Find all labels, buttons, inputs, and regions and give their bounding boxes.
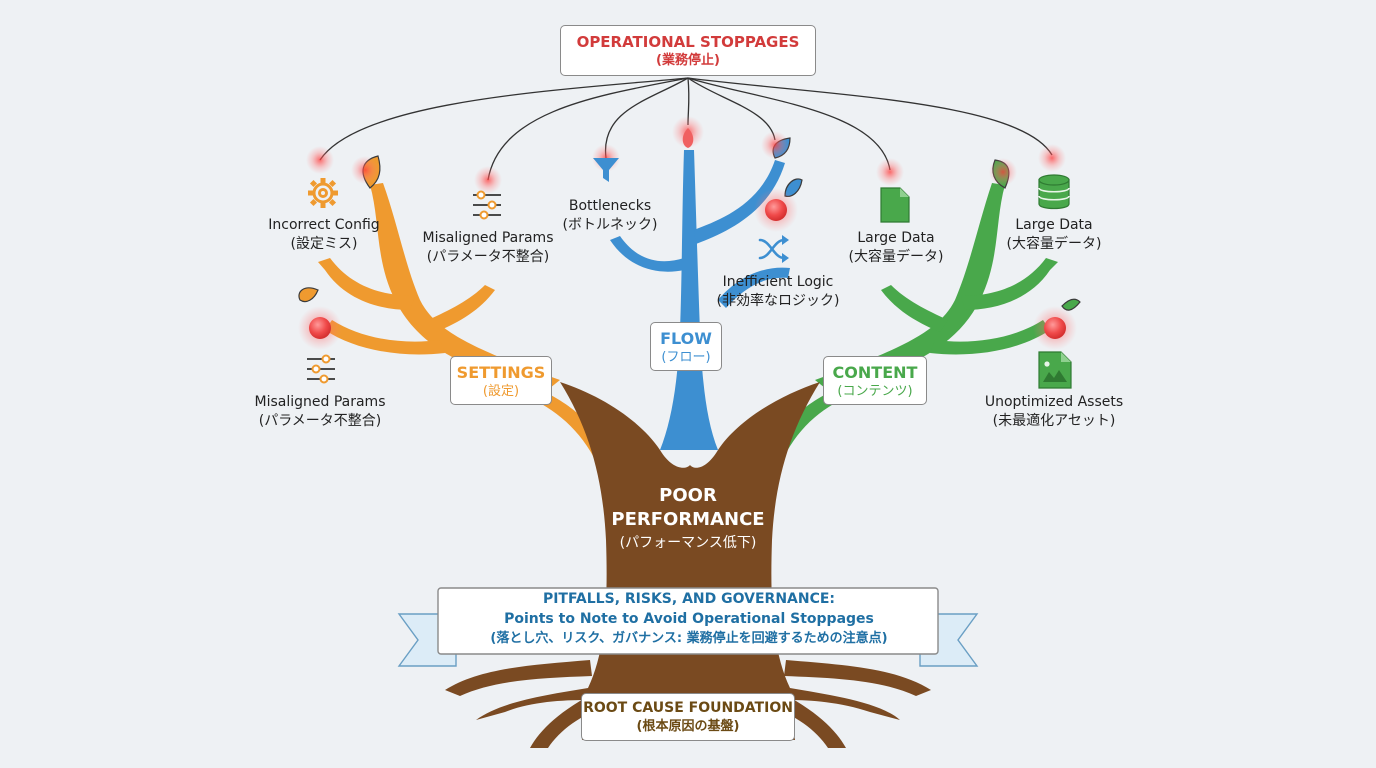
trunk bbox=[476, 382, 900, 740]
top-box-subtitle: (業務停止) bbox=[656, 53, 720, 68]
label-bottlenecks: Bottlenecks (ボトルネック) bbox=[554, 197, 666, 235]
content-box: CONTENT (コンテンツ) bbox=[823, 356, 927, 405]
roots bbox=[445, 660, 931, 748]
sliders-icon bbox=[307, 354, 335, 384]
settings-subtitle: (設定) bbox=[482, 384, 520, 399]
ribbon-line1: PITFALLS, RISKS, AND GOVERNANCE: bbox=[542, 591, 836, 607]
bottlenecks-en: Bottlenecks bbox=[568, 198, 652, 214]
label-large-data-db: Large Data (大容量データ) bbox=[998, 216, 1110, 254]
trunk-label: POOR PERFORMANCE (パフォーマンス低下) bbox=[588, 484, 788, 554]
flow-branch bbox=[610, 150, 790, 450]
flow-subtitle: (フロー) bbox=[661, 350, 711, 365]
ribbon-text: PITFALLS, RISKS, AND GOVERNANCE: Points … bbox=[440, 589, 938, 653]
operational-stoppages-box: OPERATIONAL STOPPAGES (業務停止) bbox=[560, 25, 816, 76]
ribbon-banner bbox=[397, 587, 979, 667]
label-unoptimized-assets: Unoptimized Assets (未最適化アセット) bbox=[974, 393, 1134, 431]
gear-icon bbox=[308, 178, 338, 208]
misaligned-params-upper-ja: (パラメータ不整合) bbox=[426, 249, 550, 265]
content-title: CONTENT bbox=[832, 363, 918, 382]
inefficient-logic-ja: (非効率なロジック) bbox=[716, 293, 840, 309]
fruits bbox=[298, 128, 1077, 350]
large-data-file-en: Large Data bbox=[857, 230, 935, 246]
flow-title: FLOW bbox=[660, 329, 712, 348]
foundation-subtitle: (根本原因の基盤) bbox=[636, 719, 740, 734]
label-incorrect-config: Incorrect Config (設定ミス) bbox=[254, 216, 394, 254]
misaligned-params-lower-ja: (パラメータ不整合) bbox=[258, 413, 382, 429]
connector-lines bbox=[319, 77, 1053, 181]
top-box-title: OPERATIONAL STOPPAGES bbox=[576, 33, 800, 51]
label-misaligned-params-upper: Misaligned Params (パラメータ不整合) bbox=[412, 229, 564, 267]
bottlenecks-ja: (ボトルネック) bbox=[562, 217, 658, 233]
large-data-db-en: Large Data bbox=[1015, 217, 1093, 233]
unoptimized-assets-en: Unoptimized Assets bbox=[984, 394, 1124, 410]
shuffle-icon bbox=[758, 235, 789, 263]
trunk-line3: (パフォーマンス低下) bbox=[619, 535, 757, 551]
content-subtitle: (コンテンツ) bbox=[837, 384, 913, 399]
incorrect-config-en: Incorrect Config bbox=[268, 217, 380, 233]
foundation-title: ROOT CAUSE FOUNDATION bbox=[583, 700, 793, 716]
flow-box: FLOW (フロー) bbox=[650, 322, 722, 371]
trunk-line2: PERFORMANCE bbox=[611, 509, 765, 530]
label-large-data-file: Large Data (大容量データ) bbox=[840, 229, 952, 267]
glow-points bbox=[306, 116, 1066, 194]
misaligned-params-lower-en: Misaligned Params bbox=[254, 394, 386, 410]
file-icon bbox=[880, 187, 910, 223]
incorrect-config-ja: (設定ミス) bbox=[290, 236, 358, 252]
label-misaligned-params-lower: Misaligned Params (パラメータ不整合) bbox=[244, 393, 396, 431]
misaligned-params-upper-en: Misaligned Params bbox=[422, 230, 554, 246]
trunk-line1: POOR bbox=[659, 485, 717, 506]
unoptimized-assets-ja: (未最適化アセット) bbox=[992, 413, 1116, 429]
label-inefficient-logic: Inefficient Logic (非効率なロジック) bbox=[704, 273, 852, 311]
ribbon-line2: Points to Note to Avoid Operational Stop… bbox=[504, 611, 874, 627]
ribbon-line3: (落とし穴、リスク、ガバナンス: 業務停止を回避するための注意点) bbox=[490, 631, 888, 646]
large-data-file-ja: (大容量データ) bbox=[848, 249, 944, 265]
settings-box: SETTINGS (設定) bbox=[450, 356, 552, 405]
image-file-icon bbox=[1038, 351, 1072, 389]
inefficient-logic-en: Inefficient Logic bbox=[722, 274, 834, 290]
settings-title: SETTINGS bbox=[456, 363, 546, 382]
root-cause-foundation-box: ROOT CAUSE FOUNDATION (根本原因の基盤) bbox=[581, 693, 795, 741]
funnel-icon bbox=[593, 158, 619, 182]
database-icon bbox=[1038, 174, 1070, 210]
large-data-db-ja: (大容量データ) bbox=[1006, 236, 1102, 252]
sliders-icon bbox=[473, 190, 501, 220]
